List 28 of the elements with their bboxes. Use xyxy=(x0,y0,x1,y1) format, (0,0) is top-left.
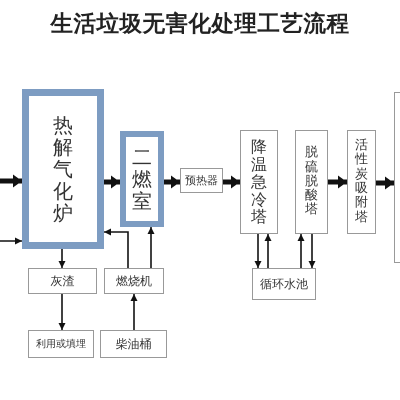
arrow xyxy=(148,227,154,268)
tower-box: 降温急冷塔 xyxy=(240,130,278,234)
arrow xyxy=(104,176,120,188)
arrow xyxy=(308,234,316,268)
arrow xyxy=(130,294,138,330)
arrow xyxy=(328,176,347,188)
chamber-box: 二燃室 xyxy=(120,131,164,227)
process-box: 循环水池 xyxy=(252,268,316,300)
arrow xyxy=(264,234,272,268)
arrow xyxy=(254,234,262,268)
process-box: 利用或填埋 xyxy=(28,330,94,358)
title: 生活垃圾无害化处理工艺流程 xyxy=(49,10,350,39)
furnace-box: 热解气化炉 xyxy=(22,89,104,249)
tower-box: 脱硫脱酸塔 xyxy=(295,130,328,234)
arrow xyxy=(104,228,129,268)
process-box: 预热器 xyxy=(180,168,223,193)
arrow xyxy=(0,174,22,188)
arrow xyxy=(223,176,240,188)
tower-box: 活性炭吸附塔 xyxy=(347,130,376,234)
arrow xyxy=(298,234,304,268)
arrow xyxy=(58,249,66,268)
process-box: 柴油桶 xyxy=(100,330,167,358)
process-box: 灰渣 xyxy=(28,268,97,294)
arrow xyxy=(376,176,394,190)
arrow xyxy=(58,294,66,330)
arrow xyxy=(0,238,22,244)
arrow xyxy=(164,176,180,188)
process-box: 燃烧机 xyxy=(104,268,164,294)
